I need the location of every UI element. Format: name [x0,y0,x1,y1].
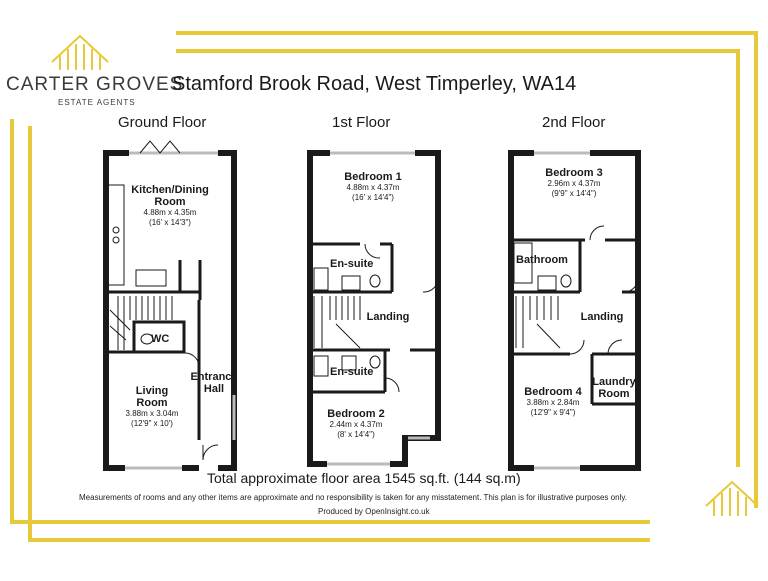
room-name: Bedroom 3 [545,167,603,179]
house-outline-icon [51,34,109,70]
room-size-metric: 4.88m x 4.35m [143,208,197,217]
room-label-en-suite: En-suite [330,366,373,378]
room-size-metric: 3.88m x 2.84m [526,398,580,407]
property-address: Stamford Brook Road, West Timperley, WA1… [172,73,577,95]
room-size-metric: 2.44m x 4.37m [329,420,383,429]
room-size-metric: 2.96m x 4.37m [547,179,601,188]
room-size-metric: 3.88m x 3.04m [125,409,179,418]
floor-title-first: 1st Floor [332,114,391,131]
decorative-frame [10,31,758,542]
room-label-bathroom: Bathroom [516,254,568,266]
house-outline-icon-corner [705,480,759,516]
floor-title-second: 2nd Floor [542,114,606,131]
room-name: Bedroom 4 [524,386,582,398]
ground-floor-plan [103,140,237,471]
brand-name: CARTER GROVES [6,74,184,95]
room-name: Bedroom 2 [327,408,385,420]
room-size-imperial: (8' x 14'4") [337,430,375,439]
room-size-imperial: (9'9" x 14'4") [551,189,597,198]
room-name: Room [136,397,168,409]
room-name: En-suite [330,366,374,378]
room-size-metric: 4.88m x 4.37m [346,183,400,192]
first-floor-plan [307,150,441,467]
room-label-wc: WC [151,333,169,345]
room-name: Room [154,196,186,208]
room-name: Room [598,388,630,400]
room-name: Landing [366,311,410,323]
room-name: Hall [203,383,225,395]
room-name: Laundry [592,376,636,388]
floor-title-ground: Ground Floor [118,114,207,131]
room-name: Bathroom [516,254,568,266]
room-name: En-suite [330,258,374,270]
room-name: Entrance [190,371,238,383]
total-floor-area: Total approximate floor area 1545 sq.ft.… [207,470,521,486]
room-label-landing: Landing [542,311,662,323]
brand-subtitle: ESTATE AGENTS [58,98,136,107]
room-size-imperial: (16' x 14'3") [149,218,191,227]
produced-by: Produced by OpenInsight.co.uk [318,507,430,516]
room-name: Kitchen/Dining [131,184,209,196]
room-name: Bedroom 1 [344,171,402,183]
room-name: WC [151,333,170,345]
room-name: Landing [580,311,624,323]
room-name: Living [135,385,169,397]
room-label-landing: Landing [328,311,448,323]
second-floor-plan [508,150,641,471]
room-size-imperial: (16' x 14'4") [352,193,394,202]
room-label-en-suite: En-suite [330,258,373,270]
room-size-imperial: (12'9" x 10') [131,419,173,428]
room-size-imperial: (12'9" x 9'4") [530,408,576,417]
disclaimer: Measurements of rooms and any other item… [79,493,627,502]
